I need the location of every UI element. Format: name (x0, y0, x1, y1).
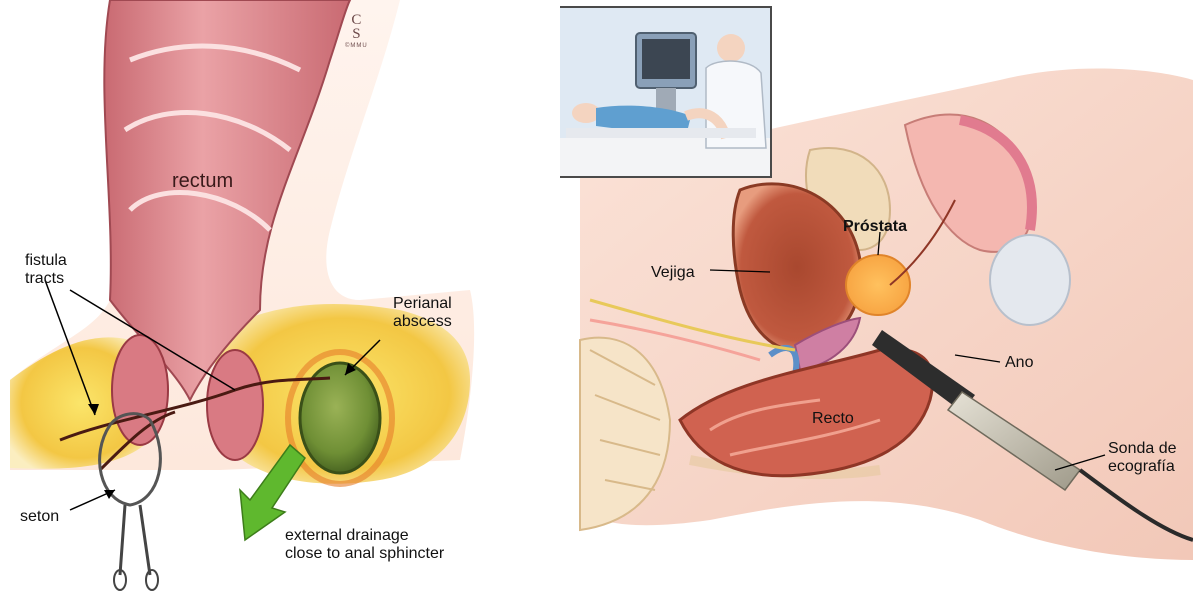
label-recto: Recto (812, 410, 854, 427)
logo-sub: ©MMU (345, 43, 368, 49)
label-external-drainage: external drainage close to anal sphincte… (285, 527, 445, 563)
label-sonda: Sonda de ecografía (1108, 440, 1177, 476)
fistula-tract (98, 410, 176, 472)
ultrasound-diagram: Próstata Vejiga Ano Recto Sonda de ecogr… (560, 0, 1193, 600)
label-perianal-abscess: Perianal abscess (393, 295, 452, 331)
pelvis-illustration (579, 68, 1193, 560)
label-seton: seton (20, 508, 60, 525)
ultrasound-probe (872, 330, 975, 412)
prostate (845, 254, 911, 316)
copyright-logo: C S ©MMU (345, 12, 368, 49)
seton-loop (98, 412, 162, 507)
fistula-diagram: C S ©MMU rectum fistula tracts Perianal … (0, 0, 560, 600)
drainage-arrow (239, 443, 306, 542)
rectum (678, 347, 935, 478)
fistula-illustration (10, 0, 475, 591)
ultrasound-exam-icon (560, 8, 770, 176)
label-fistula-tracts: fistula tracts (25, 252, 67, 288)
label-ano: Ano (1005, 354, 1034, 371)
fistula-tract (59, 376, 331, 442)
abscess (298, 361, 382, 475)
label-prostata: Próstata (843, 218, 908, 235)
label-vejiga: Vejiga (651, 264, 695, 281)
label-rectum: rectum (172, 170, 234, 192)
logo-letters: C S (351, 12, 362, 42)
exam-inset (560, 6, 772, 178)
